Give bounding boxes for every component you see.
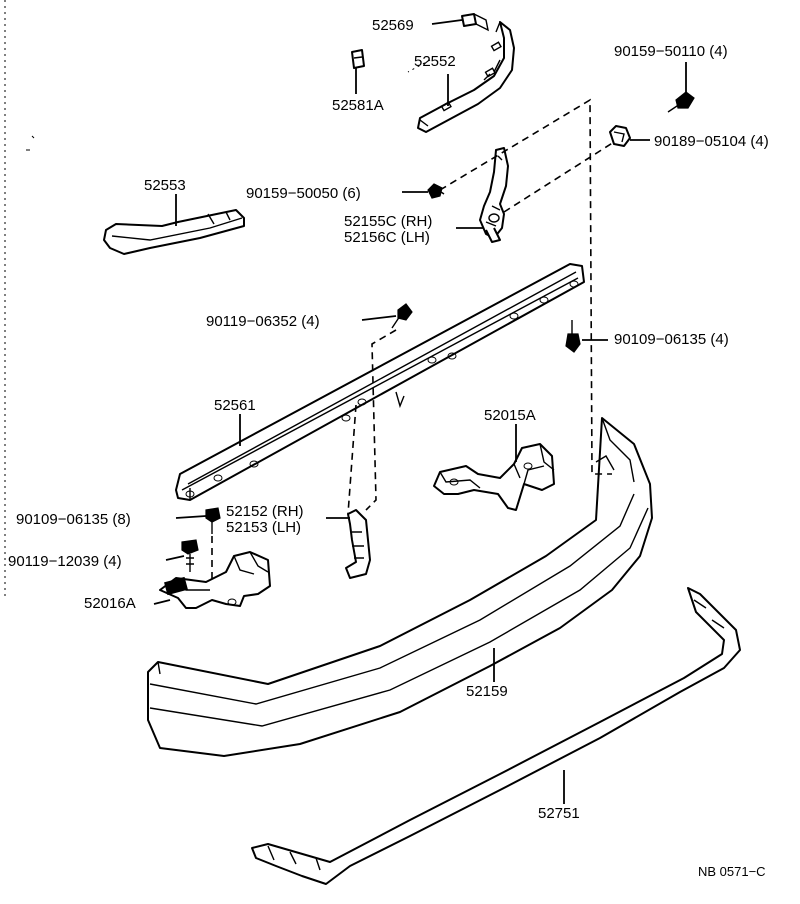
label-52751: 52751 xyxy=(538,805,580,822)
clip-52569 xyxy=(461,13,489,32)
bolt-90159-50050 xyxy=(427,183,445,199)
label-52015a: 52015A xyxy=(484,407,536,424)
leader-lines xyxy=(153,19,687,804)
label-52155c: 52155C (RH) xyxy=(344,213,432,230)
bumper-arm-52155c xyxy=(479,147,509,243)
spacer-52553 xyxy=(103,209,245,255)
nut-90189-05104 xyxy=(609,125,631,147)
stray-marks xyxy=(26,135,35,151)
bracket-52015a xyxy=(433,443,555,511)
label-52152: 52152 (RH) xyxy=(226,503,304,520)
label-52156c: 52156C (LH) xyxy=(344,229,430,246)
bolt-90109-06135-upper xyxy=(565,320,581,353)
side-bracket-52552 xyxy=(417,21,515,133)
label-90189-05104: 90189−05104 (4) xyxy=(654,133,769,150)
label-52569: 52569 xyxy=(372,17,414,34)
reinforcement-52561 xyxy=(175,263,585,501)
assembly-line-bracket xyxy=(347,404,357,515)
label-90119-12039: 90119−12039 (4) xyxy=(8,553,122,570)
assembly-line-nut xyxy=(503,141,615,213)
label-52016a: 52016A xyxy=(84,595,136,612)
bolt-90119-06352 xyxy=(391,303,413,329)
label-90119-06352: 90119−06352 (4) xyxy=(206,313,320,330)
assembly-line-clip xyxy=(407,59,431,73)
label-52552: 52552 xyxy=(414,53,456,70)
label-52561: 52561 xyxy=(214,397,256,414)
bumper-cover-52159 xyxy=(147,417,653,757)
lower-apron-52751 xyxy=(251,587,741,885)
label-90159-50110: 90159−50110 (4) xyxy=(614,43,728,60)
bracket-52152 xyxy=(345,509,371,579)
label-90109-06135-4: 90109−06135 (4) xyxy=(614,331,729,348)
label-52581a: 52581A xyxy=(332,97,384,114)
label-90109-06135-8: 90109−06135 (8) xyxy=(16,511,131,528)
figure-code: NB 0571−C xyxy=(698,864,766,879)
assembly-line-reinforcement xyxy=(365,329,397,511)
bolt-90119-12039 xyxy=(181,539,199,572)
label-52153: 52153 (LH) xyxy=(226,519,301,536)
assembly-line-bolt-upper xyxy=(439,98,612,475)
bolt-90159-50110 xyxy=(667,91,695,113)
bracket-52016a xyxy=(159,551,271,609)
label-52159: 52159 xyxy=(466,683,508,700)
label-52553: 52553 xyxy=(144,177,186,194)
bolt-90109-06135-lower xyxy=(205,507,221,534)
clip-52581a xyxy=(351,49,365,69)
label-90159-50050: 90159−50050 (6) xyxy=(246,185,361,202)
